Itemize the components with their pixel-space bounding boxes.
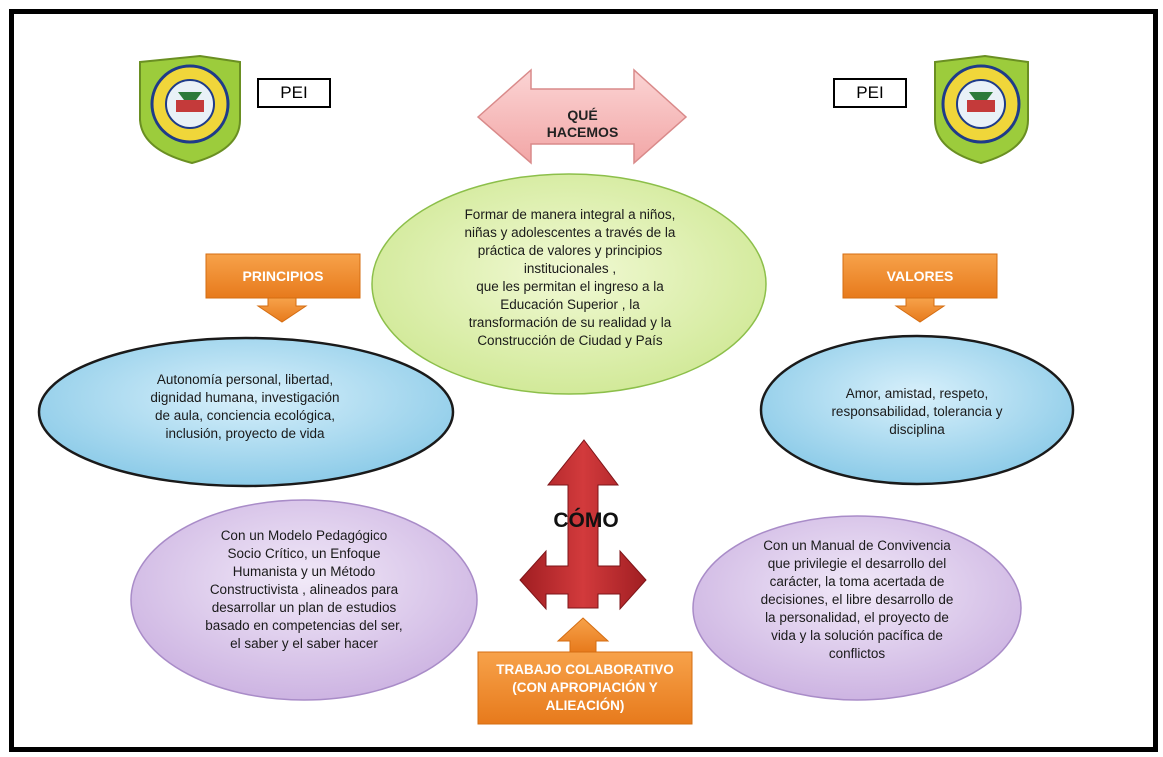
trabajo-text: TRABAJO COLABORATIVO (CON APROPIACIÓN Y … [478,661,692,715]
manual-line: decisiones, el libre desarrollo de [760,592,954,607]
como-three-way-arrow [519,439,647,611]
mission-line: que les permitan el ingreso a la [476,279,664,294]
principios-ellipse [37,336,455,488]
trabajo-line: ALIEACIÓN) [545,698,625,713]
mission-line: institucionales , [523,261,617,276]
trabajo-line: (CON APROPIACIÓN Y [512,680,658,695]
mission-text: Formar de manera integral a niños, niñas… [425,206,715,350]
mission-line: transformación de su realidad y la [468,315,672,330]
valores-label: VALORES [886,268,954,284]
principios-text: Autonomía personal, libertad, dignidad h… [105,371,385,443]
trabajo-box-arrow [477,617,693,725]
manual-line: Con un Manual de Convivencia [763,538,951,553]
left-school-shield-icon [139,54,241,165]
manual-ellipse [692,515,1022,701]
valores-line: responsabilidad, tolerancia y [831,404,1003,419]
manual-text: Con un Manual de Convivencia que privile… [737,537,977,663]
como-label: CÓMO [553,509,619,532]
valores-text: Amor, amistad, respeto, responsabilidad,… [795,385,1039,439]
modelo-line: Constructivista , alineados para [209,582,399,597]
mission-line: práctica de valores y principios [477,243,663,258]
modelo-line: Humanista y un Método [232,564,376,579]
modelo-line: Socio Crítico, un Enfoque [227,546,381,561]
principios-line: Autonomía personal, libertad, [156,372,334,387]
manual-line: vida y la solución pacífica de [771,628,943,643]
manual-line: que privilegie el desarrollo del [767,556,947,571]
modelo-line: basado en competencias del ser, [205,618,403,633]
modelo-ellipse [130,499,478,701]
valores-line: disciplina [889,422,945,437]
trabajo-line: TRABAJO COLABORATIVO [496,662,674,677]
mission-line: Educación Superior , la [500,297,640,312]
valores-box-arrow [842,253,998,323]
mission-line: Construcción de Ciudad y País [477,333,663,348]
manual-line: la personalidad, el proyecto de [765,610,949,625]
right-school-shield-icon [934,54,1029,165]
modelo-text: Con un Modelo Pedagógico Socio Crítico, … [178,527,430,653]
principios-line: inclusión, proyecto de vida [165,426,325,441]
principios-label: PRINCIPIOS [242,268,324,284]
que-hacemos-label: QUÉ HACEMOS [546,107,619,140]
manual-line: carácter, la toma acertada de [769,574,945,589]
pei-right-label: PEI [833,78,907,108]
pei-left-label: PEI [257,78,331,108]
valores-line: Amor, amistad, respeto, [845,386,989,401]
modelo-line: desarrollar un plan de estudios [211,600,397,615]
principios-box-arrow [205,253,361,323]
mission-line: niñas y adolescentes a través de la [464,225,676,240]
modelo-line: el saber y el saber hacer [230,636,378,651]
principios-line: dignidad humana, investigación [150,390,340,405]
modelo-line: Con un Modelo Pedagógico [220,528,388,543]
que-hacemos-double-arrow [476,68,688,165]
valores-ellipse [759,334,1075,486]
principios-line: de aula, conciencia ecológica, [154,408,336,423]
manual-line: conflictos [828,646,886,661]
mission-line: Formar de manera integral a niños, [464,207,676,222]
mission-ellipse [371,173,767,395]
